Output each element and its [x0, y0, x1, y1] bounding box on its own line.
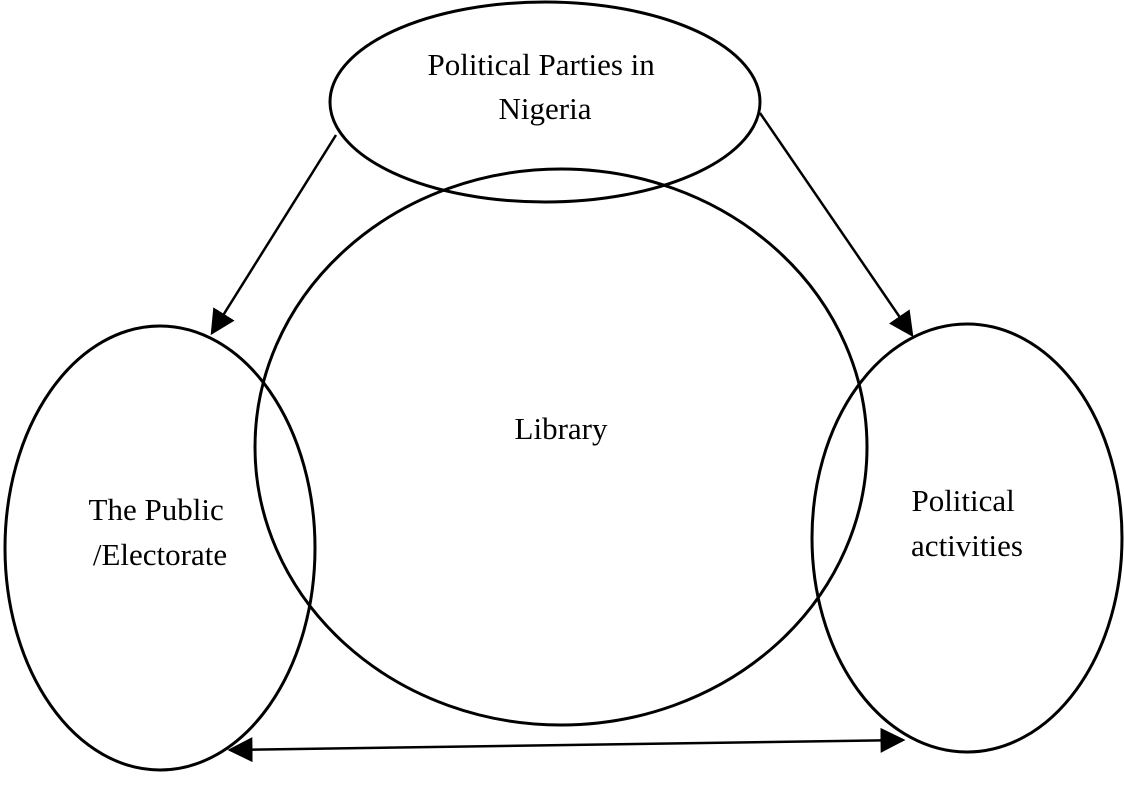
political-parties-label: Political Parties in Nigeria: [427, 47, 662, 126]
political-parties-label-line-1: Political Parties in: [427, 47, 655, 82]
political-parties-ellipse: [328, 0, 762, 204]
political-parties-label-line-2: Nigeria: [499, 91, 592, 126]
public-electorate-label-line-1: The Public: [89, 492, 224, 527]
library-label-line-1: Library: [515, 411, 608, 446]
library-ellipse: [253, 167, 869, 727]
public-electorate-label: The Public /Electorate: [89, 492, 232, 572]
arrow-parties-to-public: [210, 134, 338, 336]
political-activities-label-line-2: activities: [911, 528, 1023, 563]
political-activities-label-line-1: Political: [911, 483, 1014, 518]
public-electorate-label-line-2: /Electorate: [93, 537, 227, 572]
arrow-public-activities-bidirectional: [227, 727, 906, 763]
political-activities-ellipse: [810, 322, 1124, 754]
public-electorate-ellipse: [3, 324, 317, 772]
arrow-parties-to-activities: [758, 112, 914, 338]
political-activities-label: Political activities: [911, 483, 1023, 563]
library-label: Library: [515, 411, 608, 446]
